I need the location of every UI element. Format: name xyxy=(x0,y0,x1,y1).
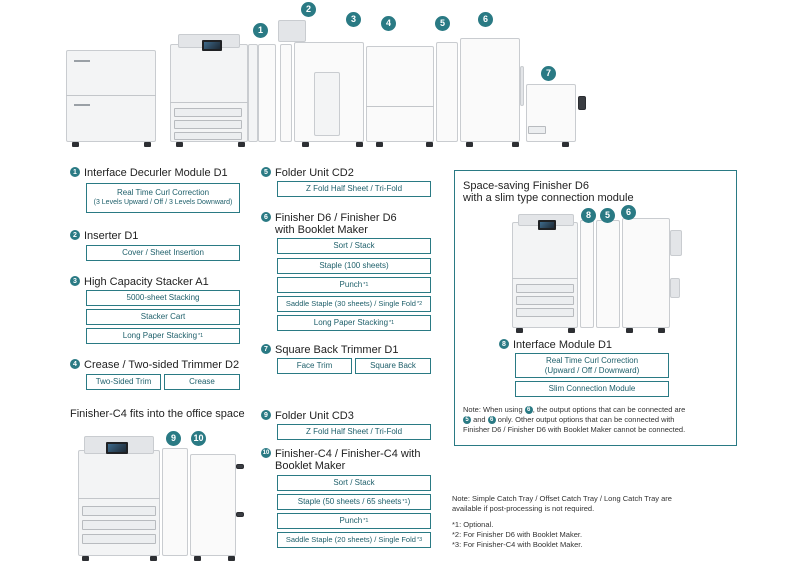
section-4-title: 4 Crease / Two-sided Trimmer D2 xyxy=(70,359,239,371)
section-3-badge: 3 xyxy=(70,276,80,286)
option-long-paper-stacking: Long Paper Stacking*1 xyxy=(86,328,240,344)
section-9-title: 9 Folder Unit CD3 xyxy=(261,410,354,422)
option-two-sided-trim: Two-Sided Trim xyxy=(86,374,161,390)
callout-badge-1: 1 xyxy=(253,23,268,38)
option-punch-c4: Punch*1 xyxy=(277,513,431,529)
callout-badge-5: 5 xyxy=(435,16,450,31)
section-5-title: 5 Folder Unit CD2 xyxy=(261,167,354,179)
office-badge-10: 10 xyxy=(191,431,206,446)
callout-badge-7: 7 xyxy=(541,66,556,81)
panel-control-screen xyxy=(538,220,556,230)
panel-badge-6: 6 xyxy=(621,205,636,220)
section-10-badge: 10 xyxy=(261,448,271,458)
note-badge-6b: 6 xyxy=(487,416,496,425)
section-3-title: 3 High Capacity Stacker A1 xyxy=(70,276,209,288)
option-5000-sheet-stacking: 5000-sheet Stacking xyxy=(86,290,240,306)
office-badge-9: 9 xyxy=(166,431,181,446)
section-1-badge: 1 xyxy=(70,167,80,177)
finisher-module xyxy=(460,38,520,142)
option-cover-sheet-insertion: Cover / Sheet Insertion xyxy=(86,245,240,261)
section-5-badge: 5 xyxy=(261,167,271,177)
section-7-badge: 7 xyxy=(261,344,271,354)
folder-unit-cd3 xyxy=(162,448,188,556)
callout-badge-2: 2 xyxy=(301,2,316,17)
office-control-panel-screen xyxy=(106,442,128,454)
option-saddle-staple-30: Saddle Staple (30 sheets) / Single Fold*… xyxy=(277,296,431,312)
option-z-fold-cd2: Z Fold Half Sheet / Tri-Fold xyxy=(277,181,431,197)
panel-note: Note: When using 6, the output options t… xyxy=(463,405,686,434)
interface-module-d1 xyxy=(580,220,594,328)
option-real-time-curl-correction-d1: Real Time Curl Correction (Upward / Off … xyxy=(515,353,669,378)
option-sort-stack-c4: Sort / Stack xyxy=(277,475,431,491)
section-7-title: 7 Square Back Trimmer D1 xyxy=(261,344,398,356)
folder-unit-slim xyxy=(596,220,620,328)
callout-badge-3: 3 xyxy=(346,12,361,27)
section-8-badge: 8 xyxy=(499,339,509,349)
callout-badge-6: 6 xyxy=(478,12,493,27)
finisher-c4-illustration xyxy=(70,428,255,563)
office-space-title: Finisher-C4 fits into the office space xyxy=(70,408,245,420)
option-long-paper-stacking-d6: Long Paper Stacking*1 xyxy=(277,315,431,331)
control-panel-screen xyxy=(202,40,222,51)
option-square-back: Square Back xyxy=(355,358,431,374)
inserter-module xyxy=(280,44,292,142)
panel-badge-8: 8 xyxy=(581,208,596,223)
finisher-c4 xyxy=(190,454,236,556)
option-sort-stack-d6: Sort / Stack xyxy=(277,238,431,254)
note-badge-5: 5 xyxy=(463,416,471,425)
option-saddle-staple-20: Saddle Staple (20 sheets) / Single Fold*… xyxy=(277,532,431,548)
section-6-title: 6 Finisher D6 / Finisher D6 with Booklet… xyxy=(261,212,397,236)
option-real-time-curl-correction: Real Time Curl Correction (3 Levels Upwa… xyxy=(86,183,240,213)
section-10-title: 10 Finisher-C4 / Finisher-C4 with Bookle… xyxy=(261,448,421,472)
square-back-trimmer-module xyxy=(526,84,576,142)
note-badge-6: 6 xyxy=(524,406,533,415)
option-z-fold-cd3: Z Fold Half Sheet / Tri-Fold xyxy=(277,424,431,440)
section-8-title: 8 Interface Module D1 xyxy=(499,339,612,351)
interface-decurler-module xyxy=(258,44,276,142)
callout-badge-4: 4 xyxy=(381,16,396,31)
section-1-title: 1 Interface Decurler Module D1 xyxy=(70,167,228,179)
option-staple-50-65: Staple (50 sheets / 65 sheets*1) xyxy=(277,494,431,510)
folder-unit-module xyxy=(436,42,458,142)
option-face-trim: Face Trim xyxy=(277,358,352,374)
option-slim-connection-module: Slim Connection Module xyxy=(515,381,669,397)
crease-trimmer-module xyxy=(366,46,434,142)
option-stacker-cart: Stacker Cart xyxy=(86,309,240,325)
footnotes: Note: Simple Catch Tray / Offset Catch T… xyxy=(452,494,672,549)
space-saving-title: Space-saving Finisher D6 with a slim typ… xyxy=(463,180,634,204)
full-system-illustration xyxy=(66,0,586,150)
option-punch-d6: Punch*1 xyxy=(277,277,431,293)
section-4-badge: 4 xyxy=(70,359,80,369)
finisher-d6-slim xyxy=(622,218,670,328)
section-2-badge: 2 xyxy=(70,230,80,240)
option-staple-100: Staple (100 sheets) xyxy=(277,258,431,274)
finisher-d6-slim-illustration xyxy=(508,206,688,336)
panel-badge-5: 5 xyxy=(600,208,615,223)
section-6-badge: 6 xyxy=(261,212,271,222)
section-9-badge: 9 xyxy=(261,410,271,420)
section-2-title: 2 Inserter D1 xyxy=(70,230,138,242)
option-crease: Crease xyxy=(164,374,240,390)
paper-feeder-unit xyxy=(66,50,156,142)
